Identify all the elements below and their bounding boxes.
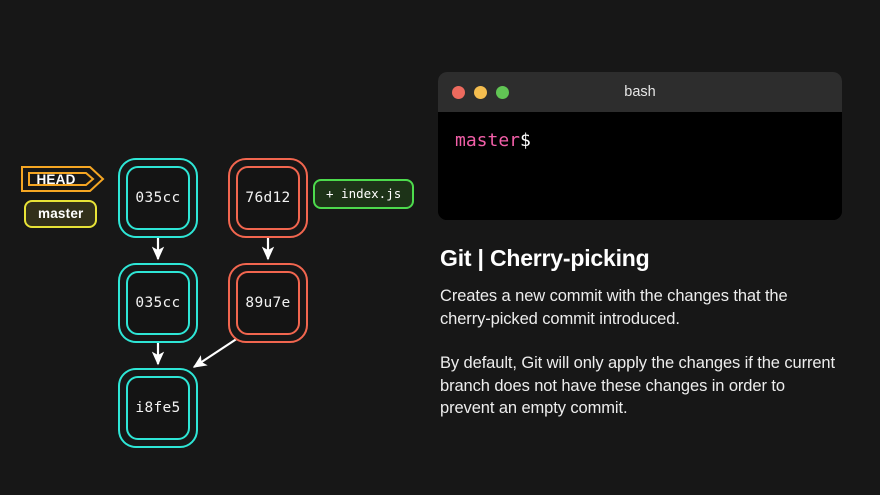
commit-hash-label: 035cc (135, 295, 181, 311)
commit-hash-label: i8fe5 (135, 400, 181, 416)
graph-edges (151, 238, 275, 368)
commit-hash-label: 89u7e (245, 295, 291, 311)
terminal-window: bash master$ (438, 72, 842, 220)
explanation-panel: Git | Cherry-picking Creates a new commi… (440, 245, 840, 420)
commit-node-035cc-mid: 035cc (118, 263, 198, 343)
commit-hash-label: 035cc (135, 190, 181, 206)
head-pointer-shape (21, 166, 105, 192)
commit-node-76d12: 76d12 (228, 158, 308, 238)
close-icon[interactable] (452, 85, 465, 99)
commit-node-inner: 89u7e (236, 271, 300, 335)
terminal-body[interactable]: master$ (438, 112, 842, 220)
head-pointer: HEAD (20, 164, 105, 194)
terminal-titlebar: bash (438, 72, 842, 112)
commit-node-inner: i8fe5 (126, 376, 190, 440)
page-title: Git | Cherry-picking (440, 245, 650, 271)
commit-node-inner: 035cc (126, 271, 190, 335)
commit-node-i8fe5: i8fe5 (118, 368, 198, 448)
commit-graph-panel: HEAD master 035cc 76d12 035cc 89u7e i8fe… (0, 0, 438, 495)
branch-badge-master: master (24, 200, 98, 228)
minimize-icon[interactable] (474, 85, 487, 99)
head-pointer-label: HEAD (36, 171, 76, 187)
commit-hash-label: 76d12 (245, 190, 291, 206)
commit-node-035cc-top: 035cc (118, 158, 198, 238)
commit-node-inner: 035cc (126, 166, 190, 230)
terminal-prompt-sigil: $ (520, 130, 531, 151)
commit-node-inner: 76d12 (236, 166, 300, 230)
file-change-badge-index-js: + index.js (313, 179, 415, 209)
explanation-paragraph-2: By default, Git will only apply the chan… (440, 354, 835, 418)
commit-node-89u7e: 89u7e (228, 263, 308, 343)
edge-89u7e-to-i8fe5 (192, 337, 239, 368)
explanation-paragraph-1: Creates a new commit with the changes th… (440, 287, 788, 328)
maximize-icon[interactable] (496, 85, 509, 99)
terminal-prompt-branch: master (455, 130, 521, 151)
